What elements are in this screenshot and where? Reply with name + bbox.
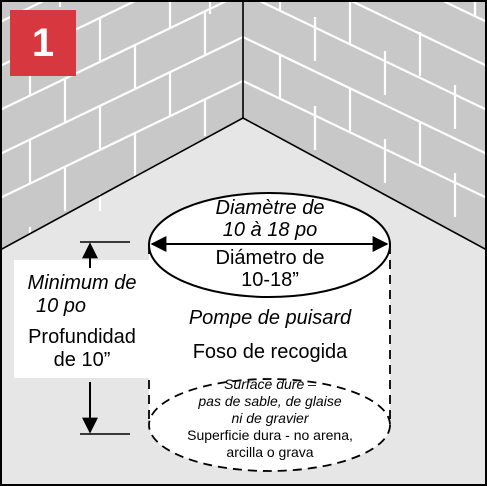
right-wall <box>243 0 487 250</box>
diameter-label-es-1: Diámetro de <box>215 247 325 269</box>
bottom-label-fr-1: Surface dure – <box>224 376 316 392</box>
pit-bottom-ellipse <box>148 378 391 472</box>
pit-label-es: Foso de recogida <box>192 341 348 363</box>
depth-label-fr-1: Minimum de <box>27 272 137 294</box>
diameter-label-fr-2: 10 à 18 po <box>222 219 318 241</box>
diameter-label-es-2: 10-18” <box>241 269 299 291</box>
diameter-label-fr-1: Diamètre de <box>215 197 325 219</box>
bottom-label-es-1: Superficie dura - no arena, <box>187 427 353 443</box>
bottom-label-fr-2: pas de sable, de glaise <box>198 393 342 409</box>
bottom-label-es-2: arcilla o grava <box>226 444 314 460</box>
depth-label-fr-2: 10 po <box>35 295 87 317</box>
wall-edges <box>0 0 487 251</box>
depth-label-background <box>14 260 150 378</box>
bottom-label-fr-3: ni de gravier <box>231 410 309 426</box>
pit-label-fr: Pompe de puisard <box>188 307 352 329</box>
depth-label-es-1: Profundidad <box>28 326 136 348</box>
step-number-badge: 1 <box>10 10 76 76</box>
depth-label-es-2: de 10” <box>53 349 111 371</box>
